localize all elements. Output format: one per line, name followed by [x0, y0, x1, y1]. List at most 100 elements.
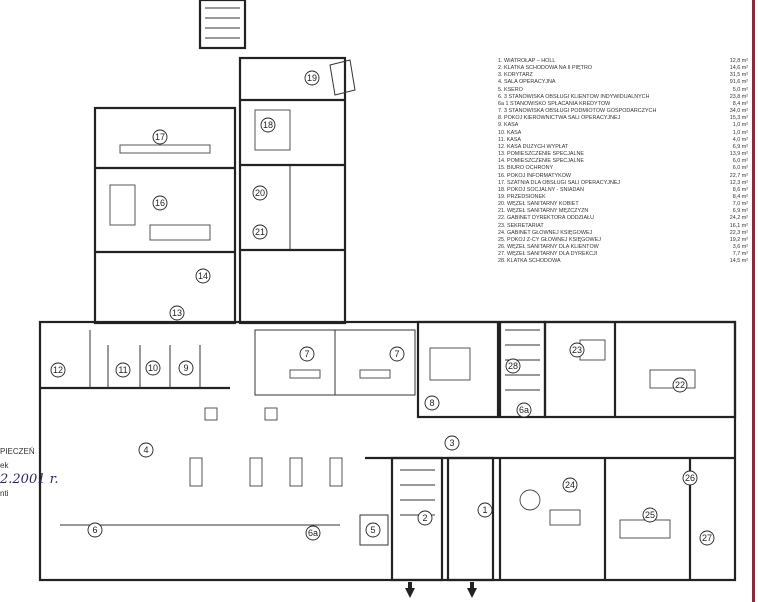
legend-room-area: 91,6 m²: [729, 79, 748, 86]
room-number: 12: [53, 365, 63, 375]
legend-room-area: 23,8 m²: [729, 93, 748, 100]
room-number-circle: [642, 507, 658, 523]
legend-room-area: 8,4 m²: [732, 100, 748, 107]
legend-room-name: 9. KASA: [498, 122, 519, 129]
room-number-circle: [252, 185, 268, 201]
legend-room-area: 22,3 m²: [729, 229, 748, 236]
legend-room-name: 6. 3 STANOWISKA OBSŁUGI KLIENTÓW INDYWID…: [498, 93, 650, 100]
room-number: 27: [702, 533, 712, 543]
room-number: 5: [370, 525, 375, 535]
room-number: 24: [565, 480, 575, 490]
room-number-circle: [569, 342, 585, 358]
legend-room-area: 6,9 m²: [732, 208, 748, 215]
legend-room-name: 5. KSERO: [498, 86, 523, 93]
legend-room-area: 16,1 m²: [729, 222, 748, 229]
main-floor: [38, 320, 737, 598]
room-number-circle: [138, 442, 154, 458]
legend-row: 8. POKÓJ KIEROWNICTWA SALI OPERACYJNEJ 15…: [498, 115, 748, 122]
room-number: 14: [198, 271, 208, 281]
legend-room-name: 27. WĘZEŁ SANITARNY DLA DYREKCJI: [498, 251, 598, 258]
legend-room-area: 22,7 m²: [729, 172, 748, 179]
room-number: 23: [572, 345, 582, 355]
room-number: 3: [449, 438, 454, 448]
legend-room-name: 16. POKÓJ INFORMATYKÓW: [498, 172, 571, 179]
legend-room-area: 14,6 m²: [729, 65, 748, 72]
stamp-annotation: PIECZEŃ ek 2.2001 r. nti: [0, 445, 59, 501]
legend-room-area: 4,0 m²: [732, 136, 748, 143]
legend-room-area: 8,4 m²: [732, 193, 748, 200]
room-number: 21: [255, 227, 265, 237]
room-number-circle: [145, 360, 161, 376]
legend-room-area: 5,0 m²: [732, 86, 748, 93]
room-number: 20: [255, 188, 265, 198]
legend-room-name: 17. SZATNIA DLA OBSŁUGI SALI OPERACYJNEJ: [498, 179, 621, 186]
room-number: 22: [675, 380, 685, 390]
legend-row: 16. POKÓJ INFORMATYKÓW 22,7 m²: [498, 173, 748, 180]
legend-room-area: 13,9 m²: [729, 151, 748, 158]
room-number-circle: [365, 522, 381, 538]
legend-room-name: 22. GABINET DYREKTORA ODDZIAŁU: [498, 215, 594, 222]
room-number-circle: [299, 346, 315, 362]
room-number-circle: [682, 470, 698, 486]
legend-room-area: 14,5 m²: [729, 258, 748, 265]
room-number-circle: [169, 305, 185, 321]
entrance-arrow-icon: [405, 582, 415, 598]
handwritten-date: 2.2001 r.: [0, 472, 59, 487]
room-number-circle: [260, 117, 276, 133]
room-number: 28: [508, 361, 518, 371]
legend-room-area: 15,3 m²: [729, 115, 748, 122]
legend-room-area: 19,2 m²: [729, 236, 748, 243]
legend-room-name: 14. POMIESZCZENIE SPECJALNE: [498, 158, 584, 165]
room-number: 26: [685, 473, 695, 483]
room-number: 10: [148, 363, 158, 373]
room-number: 2: [422, 513, 427, 523]
legend-room-area: 34,0 m²: [729, 108, 748, 115]
legend-room-area: 3,6 m²: [732, 244, 748, 251]
room-number: 7: [394, 349, 399, 359]
room-number-circle: [417, 510, 433, 526]
room-number: 4: [143, 445, 148, 455]
legend-row: 15. BIURO OCHRONY 6,0 m²: [498, 165, 748, 172]
legend-row: 5. KSERO 5,0 m²: [498, 87, 748, 94]
legend-room-name: 6a 1 STANOWISKO SPŁACANIA KREDYTÓW: [498, 100, 611, 107]
room-number: 18: [263, 120, 273, 130]
room-number-circle: [178, 360, 194, 376]
legend-room-name: 10. KASA: [498, 129, 522, 136]
upper-wing: [93, 56, 356, 325]
legend-room-name: 1. WIATROŁAP – HOLL: [498, 58, 556, 64]
legend-room-name: 12. KASA DUŻYCH WYPŁAT: [498, 143, 569, 150]
legend-room-name: 13. POMIESZCZENIE SPECJALNE: [498, 151, 584, 158]
stamp-line: nti: [0, 489, 9, 498]
room-number: 9: [183, 363, 188, 373]
stamp-line: PIECZEŃ: [0, 447, 35, 456]
legend-room-name: 8. POKÓJ KIEROWNICTWA SALI OPERACYJNEJ: [498, 115, 621, 122]
room-number: 13: [172, 308, 182, 318]
legend-room-area: 1,0 m²: [732, 129, 748, 136]
legend-room-area: 6,0 m²: [732, 165, 748, 172]
room-number: 19: [307, 73, 317, 83]
legend-room-name: 3. KORYTARZ: [498, 72, 533, 79]
legend-row: 26. WĘZEŁ SANITARNY DLA KLIENTÓW 3,6 m²: [498, 244, 748, 251]
room-number-circle: [516, 402, 532, 418]
legend-room-name: 21. WĘZEŁ SANITARNY MĘŻCZYZN: [498, 208, 589, 215]
legend-room-name: 26. WĘZEŁ SANITARNY DLA KLIENTÓW: [498, 244, 599, 251]
room-number: 17: [155, 132, 165, 142]
entrance-arrow-icon: [467, 582, 477, 598]
legend-row: 7. 3 STANOWISKA OBSŁUGI PODMIOTÓW GOSPOD…: [498, 108, 748, 115]
room-number-circle: [152, 195, 168, 211]
legend-row: 21. WĘZEŁ SANITARNY MĘŻCZYZN 6,9 m²: [498, 208, 748, 215]
legend-room-name: 15. BIURO OCHRONY: [498, 165, 554, 172]
